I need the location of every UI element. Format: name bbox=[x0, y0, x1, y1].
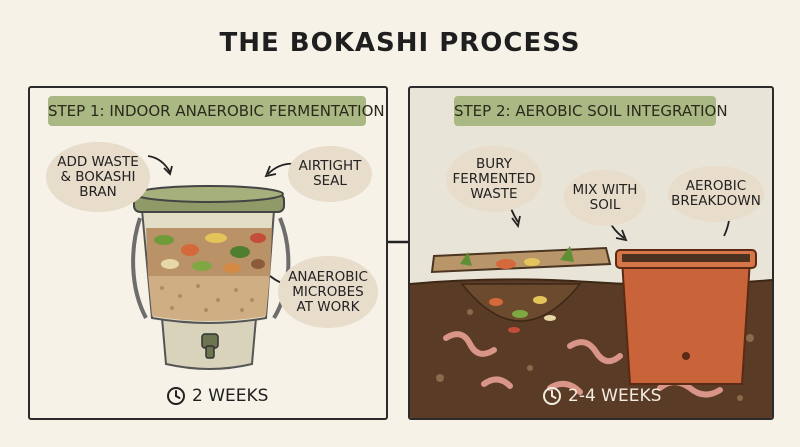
step-2-panel: STEP 2: AEROBIC SOIL INTEGRATION bbox=[408, 86, 774, 420]
duration-step-1: 2 WEEKS bbox=[166, 386, 268, 406]
label-aerobic-breakdown: AEROBIC BREAKDOWN bbox=[668, 166, 764, 222]
label-airtight-seal: AIRTIGHT SEAL bbox=[288, 146, 372, 202]
bokashi-bucket-icon bbox=[131, 155, 297, 370]
page-title: THE BOKASHI PROCESS bbox=[219, 28, 581, 58]
planter-icon bbox=[410, 191, 772, 418]
duration-step-2-text: 2-4 WEEKS bbox=[568, 386, 662, 406]
label-bury-waste: BURY FERMENTED WASTE bbox=[446, 146, 542, 212]
clock-icon bbox=[543, 387, 561, 405]
duration-step-2: 2-4 WEEKS bbox=[542, 386, 661, 406]
label-add-waste: ADD WASTE & BOKASHI BRAN bbox=[46, 142, 150, 212]
step-1-banner: STEP 1: INDOOR ANAEROBIC FERMENTATION bbox=[48, 96, 385, 126]
step-1-panel: STEP 1: INDOOR ANAEROBIC FERMENTATION bbox=[28, 86, 388, 420]
label-anaerobic-microbes: ANAEROBIC MICROBES AT WORK bbox=[278, 256, 378, 328]
duration-step-1-text: 2 WEEKS bbox=[192, 386, 269, 406]
label-mix-with-soil: MIX WITH SOIL bbox=[564, 170, 646, 226]
clock-icon bbox=[167, 387, 185, 405]
step-2-banner: STEP 2: AEROBIC SOIL INTEGRATION bbox=[454, 96, 728, 126]
